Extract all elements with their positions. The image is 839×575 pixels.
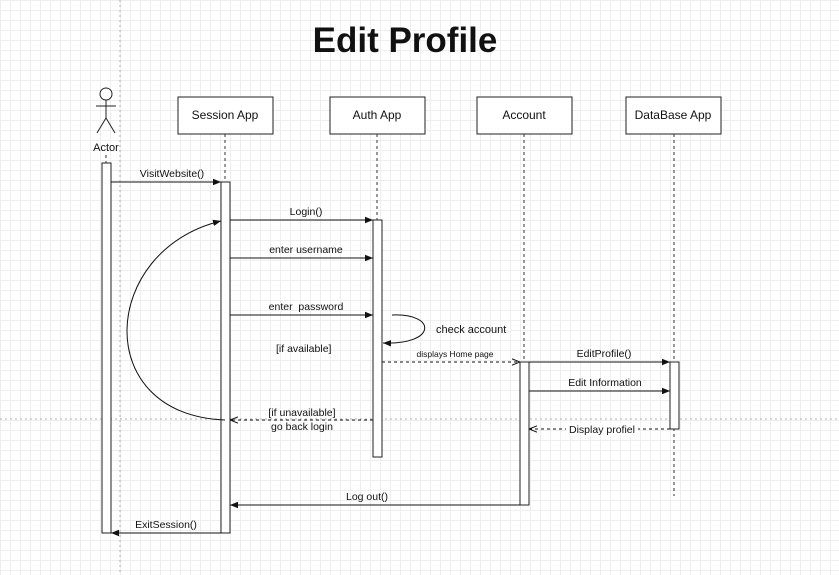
message-login-label: Login() <box>290 206 323 218</box>
participant-auth-app-label: Auth App <box>353 108 402 122</box>
activation-auth-app[interactable] <box>372 219 383 458</box>
actor-figure[interactable] <box>96 87 116 134</box>
diagram-title: Edit Profile <box>313 21 498 60</box>
message-exit-session-label: ExitSession() <box>135 519 197 531</box>
participant-database-app-label: DataBase App <box>635 108 712 122</box>
participant-database-app[interactable] <box>625 96 722 135</box>
message-check-account-label: check account <box>436 324 506 336</box>
participant-auth-app[interactable] <box>329 96 426 135</box>
message-edit-profile-label: EditProfile() <box>577 348 632 360</box>
message-check-account-arrow[interactable] <box>382 314 426 347</box>
participant-account-label: Account <box>502 108 546 122</box>
participant-session-app[interactable] <box>177 96 274 135</box>
message-visit-website-label: VisitWebsite() <box>140 168 204 180</box>
actor-label: Actor <box>93 142 119 154</box>
participant-session-app-label: Session App <box>192 108 259 122</box>
activation-account[interactable] <box>519 361 530 506</box>
activation-database-app[interactable] <box>669 361 680 430</box>
message-display-profile-label: Display profiel <box>569 424 635 436</box>
activation-actor[interactable] <box>101 162 112 534</box>
actor-head-icon <box>99 87 113 101</box>
guard-if-available-label: [if available] <box>276 343 332 355</box>
actor-left-leg <box>96 117 107 134</box>
participant-account[interactable] <box>476 96 573 135</box>
actor-right-leg <box>105 117 116 134</box>
message-edit-information-label: Edit Information <box>568 377 642 389</box>
guard-if-unavailable-label: [if unavailable] <box>268 407 335 419</box>
message-go-back-login-label: go back login <box>271 421 333 433</box>
message-displays-home-label: displays Home page <box>416 349 493 359</box>
message-display-profile-label-bg <box>566 423 638 436</box>
message-enter-password-label: enter password <box>269 301 344 313</box>
message-enter-username-label: enter username <box>269 244 343 256</box>
message-log-out-label: Log out() <box>346 491 388 503</box>
loop-back-to-login-arrow[interactable] <box>126 219 226 421</box>
activation-session-app[interactable] <box>220 181 231 534</box>
